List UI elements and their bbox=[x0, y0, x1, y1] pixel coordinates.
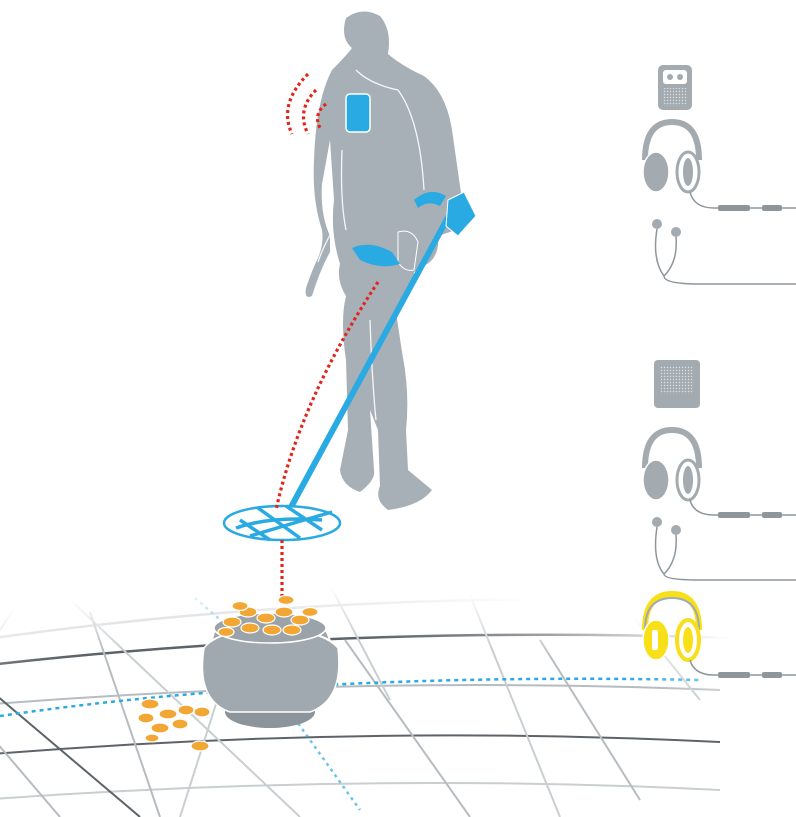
receiver-group-1 bbox=[643, 65, 796, 284]
walkie-receiver-icon bbox=[658, 65, 692, 110]
speaker-box-icon bbox=[654, 360, 700, 408]
headphones-icon bbox=[643, 430, 796, 518]
chest-transmitter-icon bbox=[346, 94, 370, 132]
headphones-icon bbox=[643, 122, 796, 211]
earbuds-icon bbox=[652, 219, 796, 284]
search-coil-icon bbox=[224, 506, 340, 540]
